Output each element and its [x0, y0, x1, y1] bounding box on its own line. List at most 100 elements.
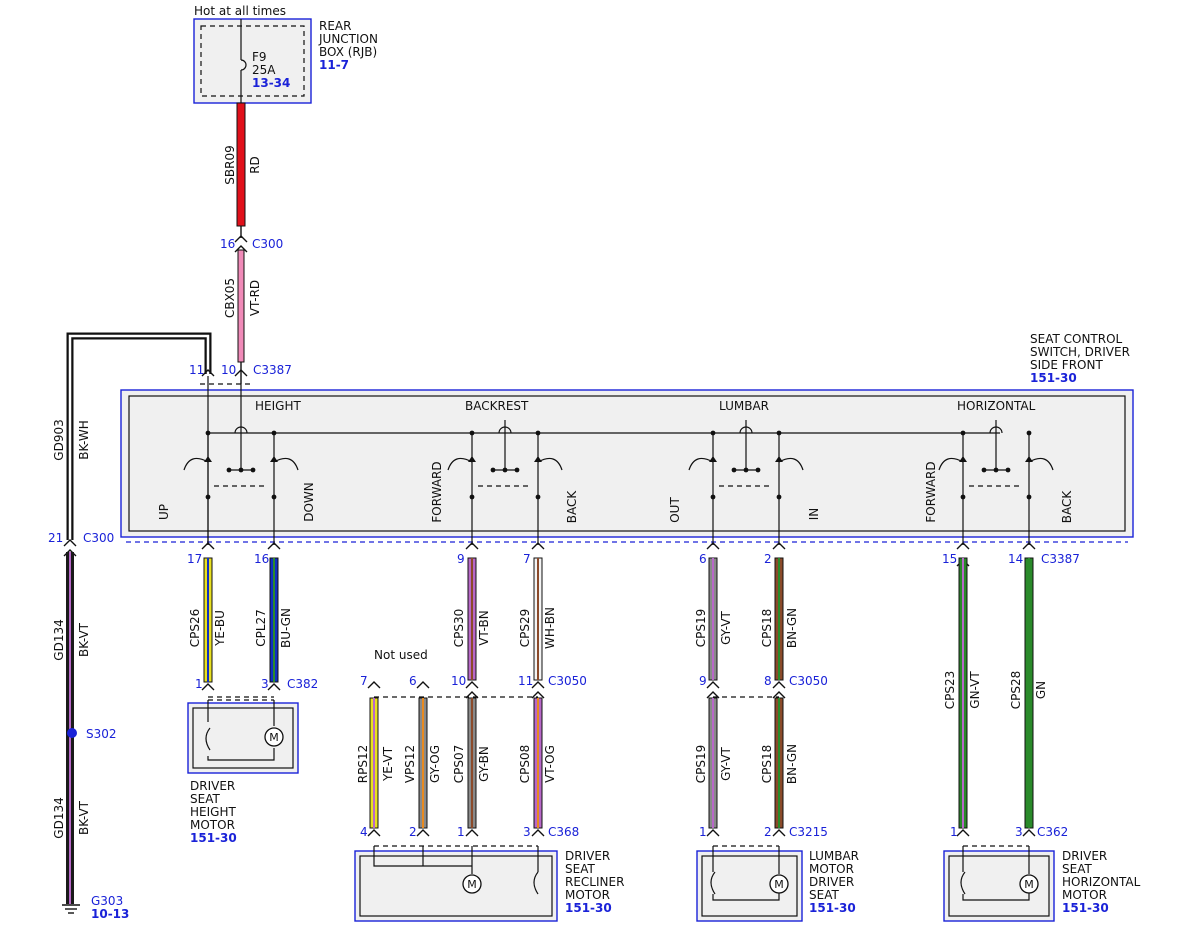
- wire-cps08-color: VT-OG: [543, 745, 557, 783]
- c362-connector[interactable]: C362: [1037, 825, 1068, 839]
- fuse-page-ref[interactable]: 13-34: [252, 76, 290, 90]
- c362-pin-3: 3: [1015, 825, 1023, 839]
- c3215-pin-1: 1: [699, 825, 707, 839]
- c3387-connector-bottom[interactable]: C3387: [1041, 552, 1080, 566]
- pin-arrow: [367, 829, 381, 837]
- pin-arrow: [465, 681, 479, 689]
- switch-inner: [128, 395, 1126, 532]
- height-motor-4: MOTOR: [190, 818, 235, 832]
- c382-connector[interactable]: C382: [287, 677, 318, 691]
- contact-dot: [271, 494, 277, 500]
- c3387-pin-10: 10: [221, 363, 236, 377]
- pos-back-horizontal: BACK: [1060, 490, 1074, 524]
- wire-cps08-circuit: CPS08: [518, 745, 532, 784]
- c300-connector[interactable]: C300: [252, 237, 283, 251]
- wire-cps18-circuit: CPS18: [760, 609, 774, 648]
- switch-blade: [183, 457, 209, 471]
- recliner-motor-ref[interactable]: 151-30: [565, 901, 612, 915]
- contact-dot: [776, 494, 782, 500]
- horizontal-motor-2: SEAT: [1062, 862, 1092, 876]
- sw-pin-7: 7: [523, 552, 531, 566]
- motor-icon: [769, 874, 789, 894]
- pin-arrow: [367, 681, 381, 689]
- height-motor-1: DRIVER: [190, 779, 235, 793]
- ground-id: G303: [91, 894, 123, 908]
- section-lumbar: LUMBAR: [719, 399, 769, 413]
- rjb-page-ref[interactable]: 11-7: [319, 58, 349, 72]
- pin-arrow: [267, 542, 281, 550]
- limit-switch: [205, 727, 211, 751]
- svg-text:M: M: [774, 878, 784, 891]
- horizontal-motor-ref[interactable]: 151-30: [1062, 901, 1109, 915]
- fuse-symbol: [240, 59, 247, 71]
- c300-connector-ground[interactable]: C300: [83, 531, 114, 545]
- c3215-pin-2: 2: [764, 825, 772, 839]
- lumbar-motor-ref[interactable]: 151-30: [809, 901, 856, 915]
- sw-pin-17: 17: [187, 552, 202, 566]
- limit-switch: [710, 871, 716, 895]
- pin-arrow: [416, 829, 430, 837]
- neutral-dot: [755, 467, 761, 473]
- switch-page-ref[interactable]: 151-30: [1030, 371, 1077, 385]
- wire-vps12-circuit: VPS12: [403, 745, 417, 783]
- c382-pin-1: 1: [195, 677, 203, 691]
- pin-arrow: [956, 829, 970, 837]
- splice-label: S302: [86, 727, 117, 741]
- wire-rps12-circuit: RPS12: [356, 745, 370, 783]
- switch-box: [120, 389, 1134, 538]
- wire-cpl27-color: BU-GN: [279, 608, 293, 648]
- switch-blade: [273, 457, 299, 471]
- crossover: [498, 426, 512, 434]
- c368-connector[interactable]: C368: [548, 825, 579, 839]
- wire-gd134b-circuit: GD134: [52, 797, 66, 838]
- neutral-dot: [250, 467, 256, 473]
- pin-arrow: [531, 829, 545, 837]
- pin-arrow: [531, 542, 545, 550]
- c362-pin-1: 1: [950, 825, 958, 839]
- c3215-connector[interactable]: C3215: [789, 825, 828, 839]
- wire-cps18b-circuit: CPS18: [760, 745, 774, 784]
- recliner-motor-box: [354, 850, 558, 922]
- switch-blade: [1028, 457, 1054, 471]
- crossover: [234, 426, 248, 434]
- contact-dot: [205, 494, 211, 500]
- lumbar-motor-3: DRIVER: [809, 875, 854, 889]
- c3050-pin-6: 6: [409, 674, 417, 688]
- horizontal-motor-4: MOTOR: [1062, 888, 1107, 902]
- c3387-connector-top[interactable]: C3387: [253, 363, 292, 377]
- lumbar-motor-2: MOTOR: [809, 862, 854, 876]
- neutral-dot: [981, 467, 987, 473]
- sw-pin-15: 15: [942, 552, 957, 566]
- wire-sbr09-circuit: SBR09: [223, 145, 237, 184]
- rjb-name-3: BOX (RJB): [319, 45, 377, 59]
- c3050-connector-left[interactable]: C3050: [548, 674, 587, 688]
- wire-gd903-color: BK-WH: [77, 420, 91, 460]
- wire-cps28-color: GN: [1034, 681, 1048, 699]
- c3050-pin-10: 10: [451, 674, 466, 688]
- contact-dot: [469, 494, 475, 500]
- motor-icon: [1019, 874, 1039, 894]
- switch-blade: [537, 457, 563, 471]
- splice-s302: [67, 728, 77, 738]
- wire-gd134b-color: BK-VT: [77, 800, 91, 835]
- c3050-connector-right[interactable]: C3050: [789, 674, 828, 688]
- wire-cps18b-color: BN-GN: [785, 744, 799, 784]
- wire-cps23-color: GN-VT: [968, 671, 982, 709]
- section-horizontal: HORIZONTAL: [957, 399, 1036, 413]
- ground-page-ref[interactable]: 10-13: [91, 907, 129, 921]
- sw-pin-16: 16: [254, 552, 269, 566]
- height-motor-ref[interactable]: 151-30: [190, 831, 237, 845]
- limit-switch: [960, 871, 966, 895]
- neutral-dot: [490, 467, 496, 473]
- pin-arrow: [1022, 829, 1036, 837]
- pin-arrow: [772, 681, 786, 689]
- wire-cps19b-color: GY-VT: [719, 746, 733, 780]
- wire-cps18-color: BN-GN: [785, 608, 799, 648]
- wire-cps30-color: VT-BN: [477, 610, 491, 646]
- pin-arrow: [706, 691, 720, 699]
- wire-cps26-color: YE-BU: [213, 610, 227, 647]
- c3050-pin-7: 7: [360, 674, 368, 688]
- wire-gd903-circuit: GD903: [52, 419, 66, 460]
- wire-gd134-color: BK-VT: [77, 622, 91, 657]
- lumbar-motor-4: SEAT: [809, 888, 839, 902]
